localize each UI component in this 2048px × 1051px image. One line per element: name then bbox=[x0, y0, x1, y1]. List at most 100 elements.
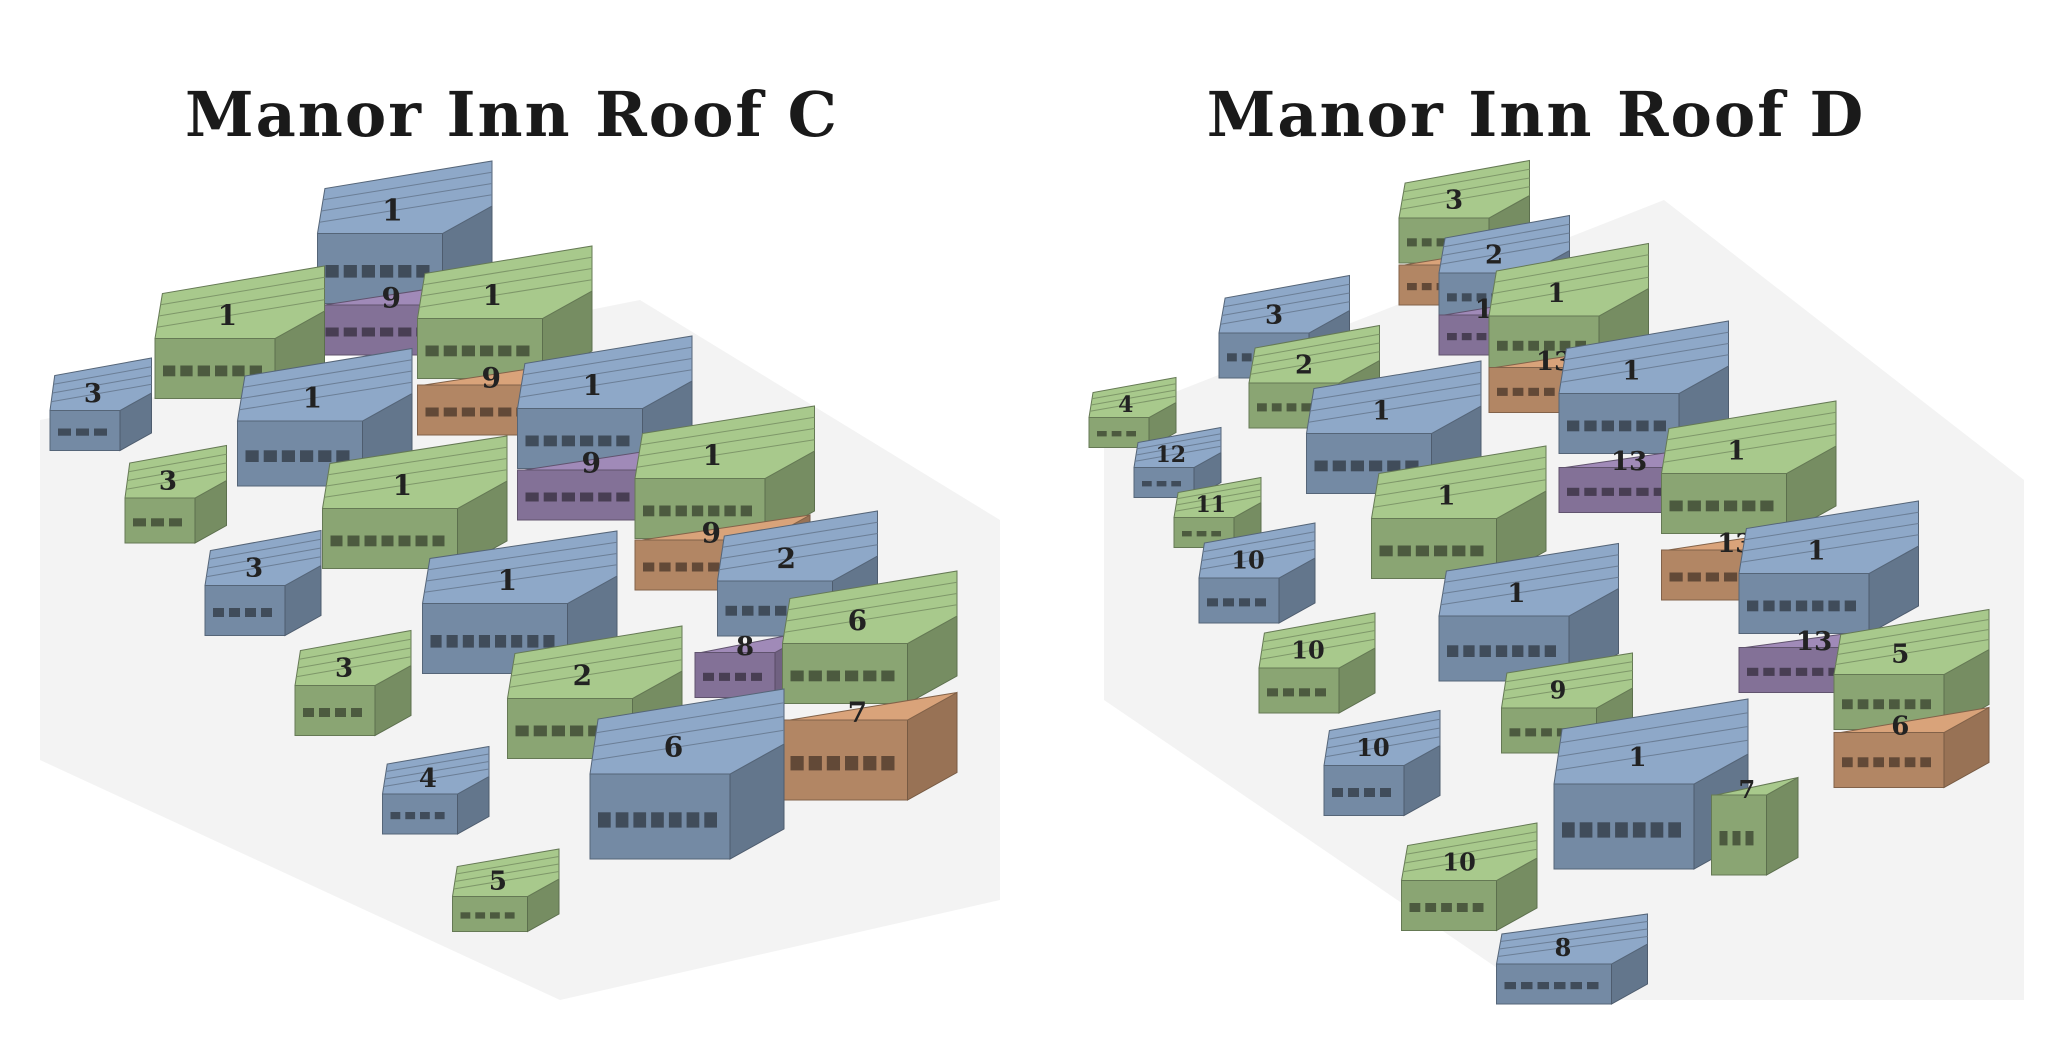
window-slot bbox=[1512, 387, 1524, 396]
shingle-row bbox=[383, 768, 490, 787]
shingle-row bbox=[1373, 479, 1547, 508]
window-slot bbox=[1889, 699, 1900, 710]
window-slot bbox=[76, 428, 89, 436]
shingle-row bbox=[1564, 331, 1729, 361]
part-number-label: 6 bbox=[664, 730, 683, 763]
window-slot bbox=[1705, 500, 1719, 512]
window-slot bbox=[1286, 403, 1297, 412]
window-slot bbox=[1196, 531, 1207, 537]
window-slot bbox=[319, 708, 330, 717]
window-slot bbox=[1434, 545, 1448, 557]
shingle-row bbox=[509, 659, 683, 688]
window-slot bbox=[525, 492, 539, 502]
shingle-row bbox=[384, 761, 490, 780]
window-slot bbox=[691, 562, 704, 572]
window-slot bbox=[1315, 688, 1326, 697]
window-slot bbox=[1397, 545, 1411, 557]
roof-part-blue: 1 bbox=[1738, 500, 1919, 635]
shingle-row bbox=[209, 538, 322, 560]
window-slot bbox=[461, 407, 475, 417]
window-slot bbox=[808, 756, 822, 771]
window-slot bbox=[232, 365, 245, 377]
shingle-row bbox=[453, 871, 560, 890]
window-slot bbox=[1379, 545, 1393, 557]
window-slot bbox=[751, 672, 762, 681]
window-slot bbox=[1299, 688, 1310, 697]
window-slot bbox=[615, 812, 629, 828]
window-slot bbox=[1554, 982, 1566, 990]
window-slot bbox=[616, 435, 630, 447]
part-number-label: 10 bbox=[1356, 733, 1389, 762]
window-slot bbox=[598, 812, 611, 828]
window-slot bbox=[1597, 822, 1611, 838]
window-slot bbox=[245, 450, 259, 462]
window-slot bbox=[1559, 340, 1571, 351]
window-slot bbox=[1920, 757, 1931, 768]
window-slot bbox=[1541, 728, 1552, 737]
window-slot bbox=[1587, 982, 1599, 990]
shingle-row bbox=[319, 194, 493, 223]
shingle-row bbox=[1261, 630, 1376, 651]
roof-part-blue: 4 bbox=[381, 745, 490, 835]
shingle-row bbox=[1505, 661, 1633, 683]
block-top-face bbox=[1711, 777, 1799, 796]
shingle-row bbox=[1221, 292, 1350, 316]
window-slot bbox=[425, 407, 439, 417]
window-slot bbox=[1528, 645, 1540, 657]
shingle-row bbox=[454, 863, 560, 882]
part-number-label: 9 bbox=[1550, 675, 1567, 704]
shingle-row bbox=[1377, 456, 1547, 486]
window-slot bbox=[516, 345, 530, 357]
shingle-row bbox=[1560, 354, 1729, 383]
window-slot bbox=[580, 435, 594, 447]
window-slot bbox=[1763, 667, 1775, 676]
part-number-label: 1 bbox=[393, 469, 412, 502]
window-slot bbox=[281, 450, 295, 462]
shingle-row bbox=[455, 856, 560, 875]
window-slot bbox=[1653, 420, 1666, 432]
window-slot bbox=[1528, 340, 1539, 351]
roof-part-green: 1 bbox=[1370, 445, 1547, 580]
window-slot bbox=[443, 345, 457, 357]
window-slot bbox=[826, 670, 840, 682]
window-slot bbox=[1742, 500, 1756, 512]
window-slot bbox=[1332, 788, 1343, 797]
window-slot bbox=[1463, 645, 1475, 657]
window-slot bbox=[1779, 667, 1791, 676]
shingle-row bbox=[428, 541, 618, 571]
window-slot bbox=[1097, 431, 1107, 437]
shingle-row bbox=[596, 702, 785, 734]
window-slot bbox=[668, 812, 682, 828]
window-slot bbox=[1615, 822, 1628, 838]
part-number-label: 1 bbox=[1372, 396, 1390, 426]
window-slot bbox=[1171, 481, 1181, 487]
shingle-row bbox=[1497, 936, 1648, 957]
window-slot bbox=[758, 605, 770, 616]
window-slot bbox=[1601, 487, 1614, 496]
window-slot bbox=[1497, 340, 1508, 351]
window-slot bbox=[446, 635, 458, 648]
shingle-row bbox=[426, 553, 618, 582]
window-slot bbox=[1567, 487, 1580, 496]
window-slot bbox=[790, 756, 804, 771]
window-slot bbox=[1255, 598, 1266, 607]
roof-part-blue: 1 bbox=[1438, 542, 1619, 682]
shingle-row bbox=[1201, 540, 1316, 561]
shingle-row bbox=[1263, 621, 1376, 643]
window-slot bbox=[460, 912, 471, 919]
window-slot bbox=[1126, 431, 1136, 437]
window-slot bbox=[616, 492, 630, 502]
part-number-label: 3 bbox=[1445, 185, 1463, 215]
shingle-row bbox=[296, 656, 412, 678]
window-slot bbox=[1779, 600, 1791, 612]
shingle-row bbox=[126, 471, 227, 490]
window-slot bbox=[1669, 572, 1683, 582]
window-slot bbox=[1650, 822, 1664, 838]
roof-part-blue: 10 bbox=[1323, 709, 1441, 817]
window-slot bbox=[525, 435, 539, 447]
window-slot bbox=[826, 756, 840, 771]
roof-part-blue: 1 bbox=[1558, 320, 1729, 455]
part-number-label: 11 bbox=[1195, 492, 1226, 518]
window-slot bbox=[1760, 500, 1774, 512]
window-slot bbox=[1812, 600, 1824, 612]
